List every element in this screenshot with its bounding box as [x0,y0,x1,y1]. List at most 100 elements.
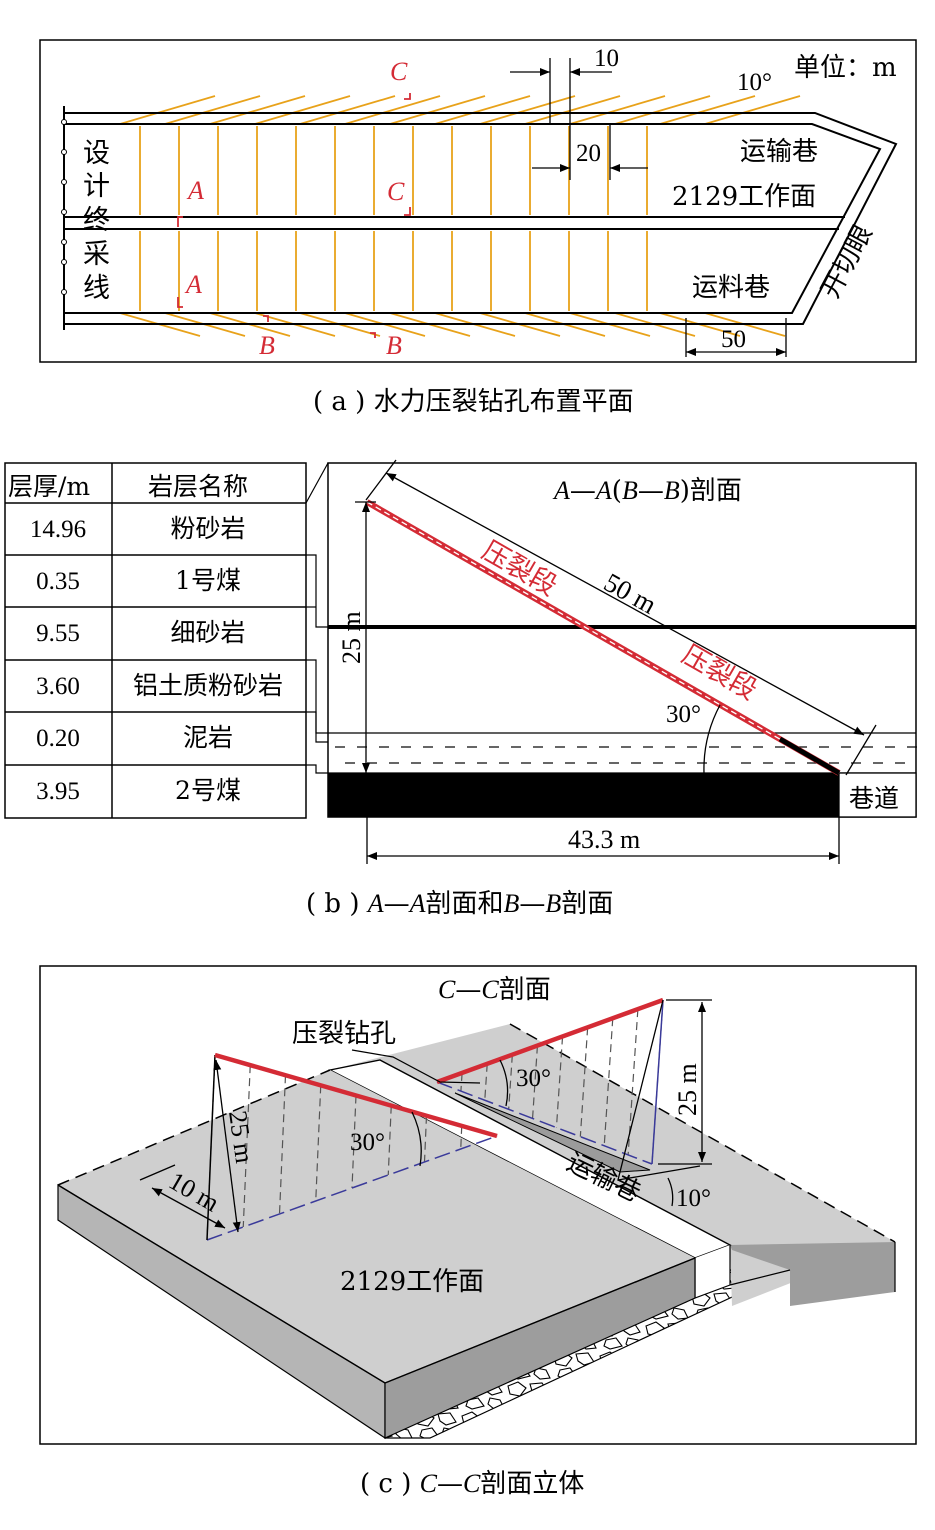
c-cap-2: C [420,1469,438,1498]
upper-borehole [119,95,216,125]
height-label: 25 m [337,611,366,664]
horizontal-label: 43.3 m [568,825,640,854]
left-fan-ray [278,1075,287,1215]
dim-50m [365,459,877,776]
stop-line-char-4: 采 [83,239,110,270]
material-road-label: 运料巷 [692,273,770,303]
panel-c-caption: ( c ) C—C剖面立体 [360,1469,584,1499]
transport-road-inner [64,123,882,314]
right-angle-label: 30° [516,1065,551,1092]
c-cap-4: C [463,1469,481,1498]
left-fan-base [206,1135,498,1241]
upper-borehole [704,95,801,125]
upper-borehole [479,95,576,125]
roadway [838,772,917,818]
stop-line-dot [61,289,67,295]
dim-10-label: 10 [594,45,619,72]
stop-line-dot [61,259,67,265]
b-cap-1: ( b ) [306,889,368,919]
left-angle-arc [411,1111,422,1167]
right-fan-base [436,1081,653,1165]
stop-line-char-3: 终 [83,205,110,236]
b-cap-8: B [545,889,561,918]
left-borehole [214,1052,498,1139]
layer-thickness: 14.96 [30,516,86,543]
dim-43m [366,817,840,864]
right-fan-ray [555,1036,564,1128]
left-fan-ray [315,1085,322,1202]
layer-thickness: 9.55 [36,620,80,647]
stop-line-char-5: 线 [83,273,110,304]
layer-name: 粉砂岩 [170,514,245,543]
right-fan-ray [579,1027,589,1137]
stop-line-dots [61,119,67,295]
face-boreholes [139,126,648,311]
left-fan-ray [351,1095,357,1189]
drill-label: 压裂钻孔 [292,1019,396,1049]
mark-B-left: B [259,331,275,360]
section-marks [177,93,411,338]
far-panel-front [730,1242,895,1306]
panel-a-caption: ( a ) 水力压裂钻孔布置平面 [313,387,634,417]
layer-thickness: 3.60 [36,673,80,700]
dim-50 [685,318,787,357]
strata-connectors [305,462,329,774]
section-box [327,462,917,818]
panel-a-plan: 设 计 终 采 线 单位：m 10° 运输巷 2129工作面 运料巷 开切眼 1… [39,39,917,363]
dim-20-label: 20 [576,140,601,167]
mark-B-right: B [386,331,402,360]
title-part-7: B [664,476,680,505]
c-title-4: 剖面 [499,975,551,1005]
dim-10 [510,58,612,124]
mark-A-top: A [186,176,204,205]
layer-thickness: 0.20 [36,725,80,752]
layer-name: 泥岩 [183,723,233,752]
b-cap-5: 剖面和 [426,889,504,919]
stop-line-dot [61,239,67,245]
stop-line-dot [61,179,67,185]
layer-thickness: 3.95 [36,778,80,805]
right-fan-ray [484,1063,488,1101]
upper-borehole [434,95,531,125]
b-cap-3: — [384,889,410,919]
angle-10-label: 10° [737,69,772,96]
c-title-2: — [455,975,481,1005]
panel-a-frame [39,39,917,363]
angle-label: 30° [666,701,701,728]
upper-boreholes [119,95,801,125]
layer-name: 细砂岩 [170,618,245,647]
title-part-3: A [594,476,612,505]
b-cap-6: B [504,889,520,918]
mark-C-middle: C [387,177,405,206]
angle-arc [703,704,721,774]
layer-name: 铝土质粉砂岩 [133,671,283,700]
left-fan-ray [242,1065,251,1228]
left-height-dim [213,1059,241,1233]
roadways [63,106,898,330]
header-name: 岩层名称 [148,472,248,501]
b-cap-7: — [519,889,545,919]
b-cap-4: A [408,889,426,918]
stop-line-dot [61,209,67,215]
upper-borehole [524,95,621,125]
layer-name: 2号煤 [175,776,241,805]
left-fan-ray [387,1105,392,1176]
stop-line-dot [61,119,67,125]
stop-line-char-2: 计 [83,171,110,202]
upper-borehole [209,95,306,125]
upper-borehole [344,95,441,125]
left-fan-ray [423,1115,428,1163]
roadway-label: 巷道 [849,784,899,813]
face-label: 2129工作面 [672,182,816,212]
strata-table [4,462,307,819]
transport-road-outer [64,112,898,325]
drill-leader [351,1049,481,1084]
upper-borehole [659,95,756,125]
panel-c-frame [39,965,917,1445]
layer-name: 1号煤 [175,566,241,595]
left-angle-label: 30° [350,1129,385,1156]
c-title: C—C剖面 [438,975,551,1005]
title-part-1: A [552,476,570,505]
